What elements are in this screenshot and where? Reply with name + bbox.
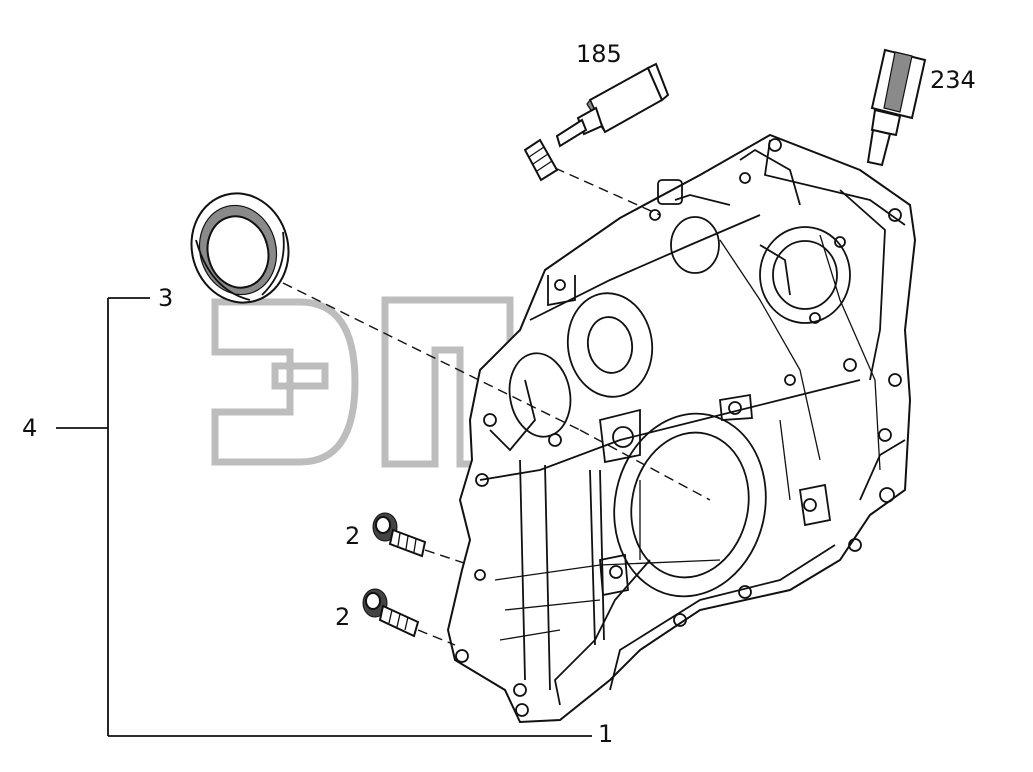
callout-3: 3	[158, 284, 173, 312]
gear-housing-cover	[446, 133, 917, 724]
leader-lines	[56, 297, 592, 737]
callout-2-upper: 2	[345, 522, 360, 550]
callout-2-lower: 2	[335, 603, 350, 631]
bolt-upper	[372, 512, 427, 558]
shaft-seal-ring	[190, 192, 290, 304]
threaded-plug	[523, 138, 559, 182]
callout-234: 234	[930, 66, 976, 94]
sealant-tube-234	[866, 48, 927, 167]
callout-4: 4	[22, 414, 37, 442]
callout-1: 1	[598, 720, 613, 748]
sealant-tube-185	[555, 62, 670, 148]
assembly-lines	[282, 167, 711, 646]
bolt-lower	[362, 588, 420, 638]
callout-185: 185	[576, 40, 622, 68]
